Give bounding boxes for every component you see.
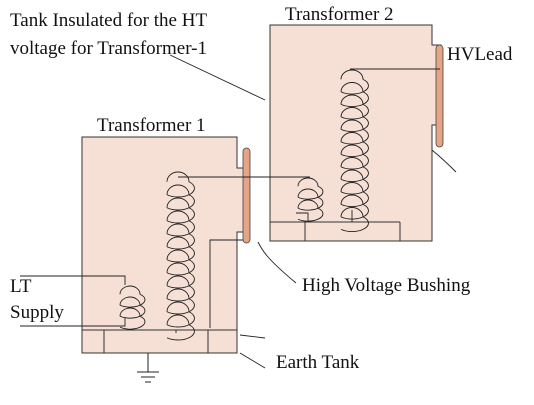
transformer-2-label: Transformer 2 bbox=[285, 4, 394, 25]
earth-ground-symbol bbox=[137, 353, 159, 383]
t2-hv-winding bbox=[340, 69, 369, 232]
t1-lt-winding bbox=[119, 285, 146, 330]
label-pointers bbox=[169, 54, 457, 369]
high-voltage-bushing-label: High Voltage Bushing bbox=[302, 275, 471, 296]
t2-primary-winding bbox=[297, 177, 324, 222]
windings bbox=[119, 69, 369, 341]
transformer2-bushing-pointer bbox=[431, 149, 457, 173]
t1-hv-winding bbox=[166, 171, 195, 341]
lt-supply-label-line1: LT bbox=[10, 276, 32, 297]
transformer-2-hv-bushing bbox=[435, 44, 444, 148]
tank-insulated-pointer bbox=[169, 54, 266, 101]
lt-supply-label-line2: Supply bbox=[10, 302, 64, 323]
tank-insulated-label-line1: Tank Insulated for the HT bbox=[10, 10, 207, 31]
transformer-1-tank bbox=[81, 136, 248, 354]
tank-insulated-label-line2: voltage for Transformer-1 bbox=[10, 38, 207, 59]
hv-bushing-pointer bbox=[257, 241, 297, 284]
hv-lead-label: HVLead bbox=[447, 44, 513, 65]
lt-supply-bottom-lead bbox=[20, 318, 126, 327]
earth-tank-label: Earth Tank bbox=[276, 352, 360, 373]
t1-vertical-lead bbox=[209, 239, 243, 328]
t2-primary-return-lead bbox=[296, 212, 309, 222]
winding-leads bbox=[20, 68, 440, 333]
transformer-1-label: Transformer 1 bbox=[97, 115, 206, 136]
transformer-1-hv-bushing bbox=[242, 147, 251, 244]
lt-supply-top-lead bbox=[20, 275, 126, 285]
earth-tank-pointer bbox=[239, 334, 266, 369]
